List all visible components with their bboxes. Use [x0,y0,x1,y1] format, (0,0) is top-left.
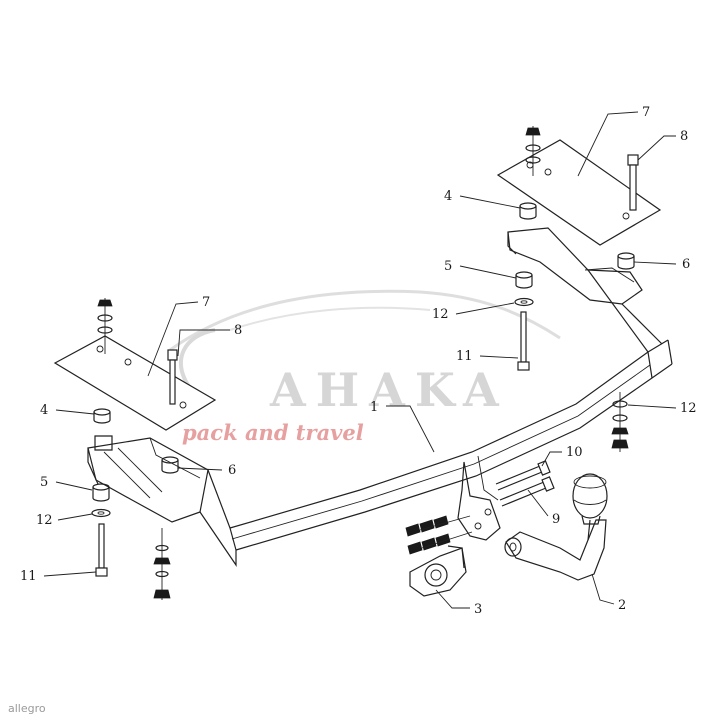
watermark-brand: AHAKA [269,363,509,417]
right-bolt-11 [517,311,530,371]
watermark-car-outline [169,289,561,352]
label-part-1: 1 [370,400,378,415]
right-lower-nut-stack [611,392,629,452]
label-part-12-left: 12 [36,513,53,528]
label-part-7-right: 7 [642,105,650,120]
part-labels: 1 2 3 4 4 5 5 6 6 7 7 8 8 9 10 11 11 12 … [20,105,697,617]
label-part-6-right: 6 [682,257,690,272]
right-spacer-5 [515,271,533,289]
hitch-bolt-9 [499,476,555,507]
right-spacer-6 [617,252,635,270]
watermark-swoosh [178,328,216,390]
left-spacer-4 [93,408,111,424]
label-part-11-left: 11 [20,569,37,584]
label-part-7-left: 7 [202,295,210,310]
left-lower-nut-stack [153,528,171,600]
left-washer-12 [91,508,111,518]
tow-ball-arm [504,519,607,581]
watermark-tagline: pack and travel [182,420,364,445]
right-bracket [507,227,643,305]
label-part-4-left: 4 [40,403,48,418]
watermark-car-roof [229,306,431,331]
left-bolt-8 [167,349,178,405]
tow-ball [572,473,608,525]
label-part-4-right: 4 [444,189,452,204]
watermark: AHAKA pack and travel [169,289,561,445]
hitch-bolt-10 [495,460,551,491]
right-mounting-plate [496,139,662,246]
right-spacer-4 [519,202,537,220]
label-part-10: 10 [566,445,583,460]
label-part-8-right: 8 [680,129,688,144]
right-bolt-8 [627,154,639,211]
crossbar-beam [199,269,673,567]
label-part-9: 9 [552,512,560,527]
left-bolt-11 [95,523,108,577]
label-part-2: 2 [618,598,626,613]
left-mounting-plate [53,335,217,431]
label-part-8-left: 8 [234,323,242,338]
label-part-3: 3 [474,602,482,617]
label-part-5-right: 5 [444,259,452,274]
label-part-5-left: 5 [40,475,48,490]
leader-lines [43,111,677,609]
label-part-12-far-right: 12 [680,401,697,416]
label-part-11-right: 11 [456,349,473,364]
label-part-6-left: 6 [228,463,236,478]
right-plate-nut-stack [525,126,541,176]
left-plate-nut-stack [97,298,113,354]
left-bracket [87,435,209,523]
left-spacer-5 [92,483,110,502]
hitch-nut-stack [405,515,473,555]
label-part-12-right: 12 [432,307,449,322]
right-washer-12 [514,297,534,307]
corner-watermark: allegro [8,702,46,715]
socket-plate [409,545,467,597]
hitch-mount-bracket [457,455,501,541]
left-spacer-6 [161,456,179,474]
